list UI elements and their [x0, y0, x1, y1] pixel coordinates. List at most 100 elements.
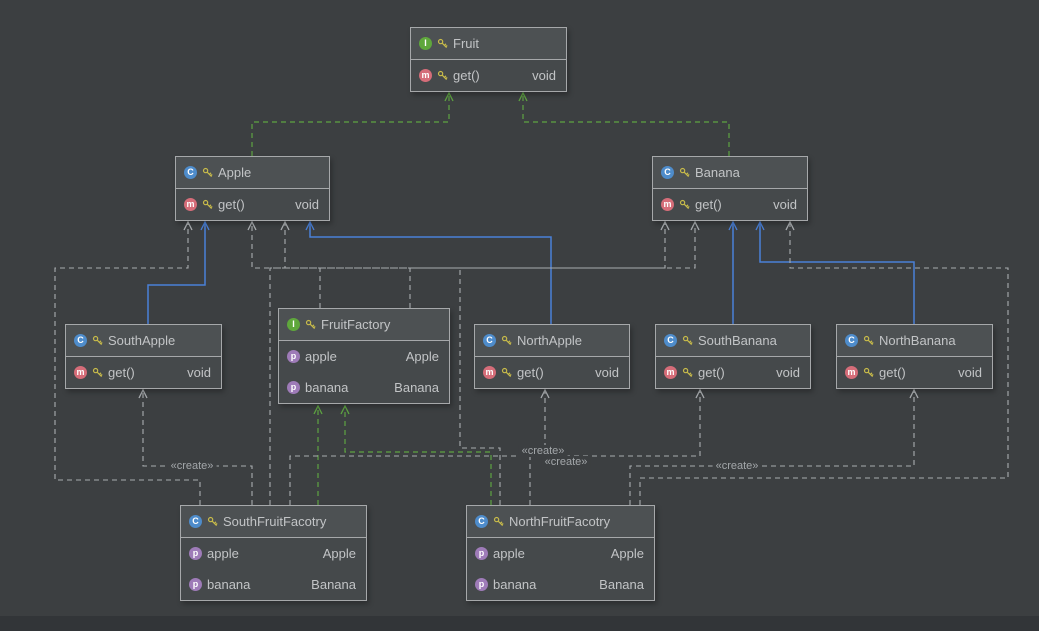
member-type: void	[958, 365, 982, 380]
method-icon: m	[661, 198, 674, 211]
edge-fruit-factory-to-banana[interactable]	[409, 220, 700, 308]
interface-icon: I	[419, 37, 432, 50]
visibility-key-icon	[679, 199, 690, 210]
member-name: banana	[493, 577, 537, 592]
edge-apple-to-fruit[interactable]	[251, 91, 454, 156]
member-name: get()	[517, 365, 544, 380]
edge-south-fruit-facotry-to-south-apple[interactable]	[138, 388, 253, 505]
class-title[interactable]: C NorthApple	[475, 325, 629, 357]
visibility-key-icon	[92, 335, 103, 346]
property-icon: p	[287, 350, 300, 363]
member-name: apple	[207, 546, 239, 561]
class-name: Apple	[218, 165, 252, 180]
edge-north-fruit-facotry-to-banana[interactable]	[639, 220, 1009, 505]
visibility-key-icon	[682, 335, 693, 346]
member-name: banana	[207, 577, 251, 592]
edge-south-apple-to-apple[interactable]	[147, 220, 210, 324]
edge-north-fruit-facotry-to-fruit-factory[interactable]	[340, 404, 492, 505]
visibility-key-icon	[207, 516, 218, 527]
class-icon: C	[664, 334, 677, 347]
member-type: void	[187, 365, 211, 380]
method-icon: m	[845, 366, 858, 379]
edge-north-fruit-facotry-to-north-banana[interactable]	[629, 388, 919, 505]
method-icon: m	[483, 366, 496, 379]
visibility-key-icon	[679, 167, 690, 178]
edge-fruit-factory-to-apple[interactable]	[280, 220, 321, 308]
edge-north-fruit-facotry-to-apple[interactable]	[247, 220, 501, 505]
member-type: Banana	[311, 577, 356, 592]
property-icon: p	[287, 381, 300, 394]
member-name: get()	[698, 365, 725, 380]
member-name: apple	[305, 349, 337, 364]
member-name: apple	[493, 546, 525, 561]
member-name: get()	[695, 197, 722, 212]
edge-south-fruit-facotry-to-south-banana[interactable]	[289, 388, 705, 505]
class-icon: C	[661, 166, 674, 179]
member-type: void	[295, 197, 319, 212]
property-icon: p	[475, 578, 488, 591]
member-name: get()	[108, 365, 135, 380]
member-row[interactable]: m get() void	[176, 189, 329, 220]
member-name: get()	[879, 365, 906, 380]
member-row[interactable]: m get() void	[837, 357, 992, 388]
bottom-strip	[0, 616, 1039, 631]
class-icon: C	[189, 515, 202, 528]
method-icon: m	[419, 69, 432, 82]
visibility-key-icon	[863, 335, 874, 346]
class-name: NorthApple	[517, 333, 583, 348]
method-icon: m	[184, 198, 197, 211]
visibility-key-icon	[305, 319, 316, 330]
member-name: get()	[218, 197, 245, 212]
class-name: Banana	[695, 165, 740, 180]
edge-north-banana-to-banana[interactable]	[755, 220, 915, 324]
class-icon: C	[483, 334, 496, 347]
member-type: Banana	[394, 380, 439, 395]
visibility-key-icon	[202, 167, 213, 178]
visibility-key-icon	[437, 70, 448, 81]
edge-north-apple-to-apple[interactable]	[305, 220, 552, 324]
visibility-key-icon	[437, 38, 448, 49]
member-type: Apple	[610, 546, 644, 561]
edge-north-fruit-facotry-to-north-apple[interactable]	[529, 388, 550, 505]
edge-banana-to-fruit[interactable]	[518, 91, 730, 156]
visibility-key-icon	[501, 335, 512, 346]
visibility-key-icon	[863, 367, 874, 378]
edge-south-fruit-facotry-to-banana[interactable]	[269, 220, 670, 505]
member-type: void	[776, 365, 800, 380]
edge-south-fruit-facotry-to-apple[interactable]	[54, 220, 201, 505]
visibility-key-icon	[493, 516, 504, 527]
class-name: SouthApple	[108, 333, 176, 348]
class-title[interactable]: C Banana	[653, 157, 807, 189]
